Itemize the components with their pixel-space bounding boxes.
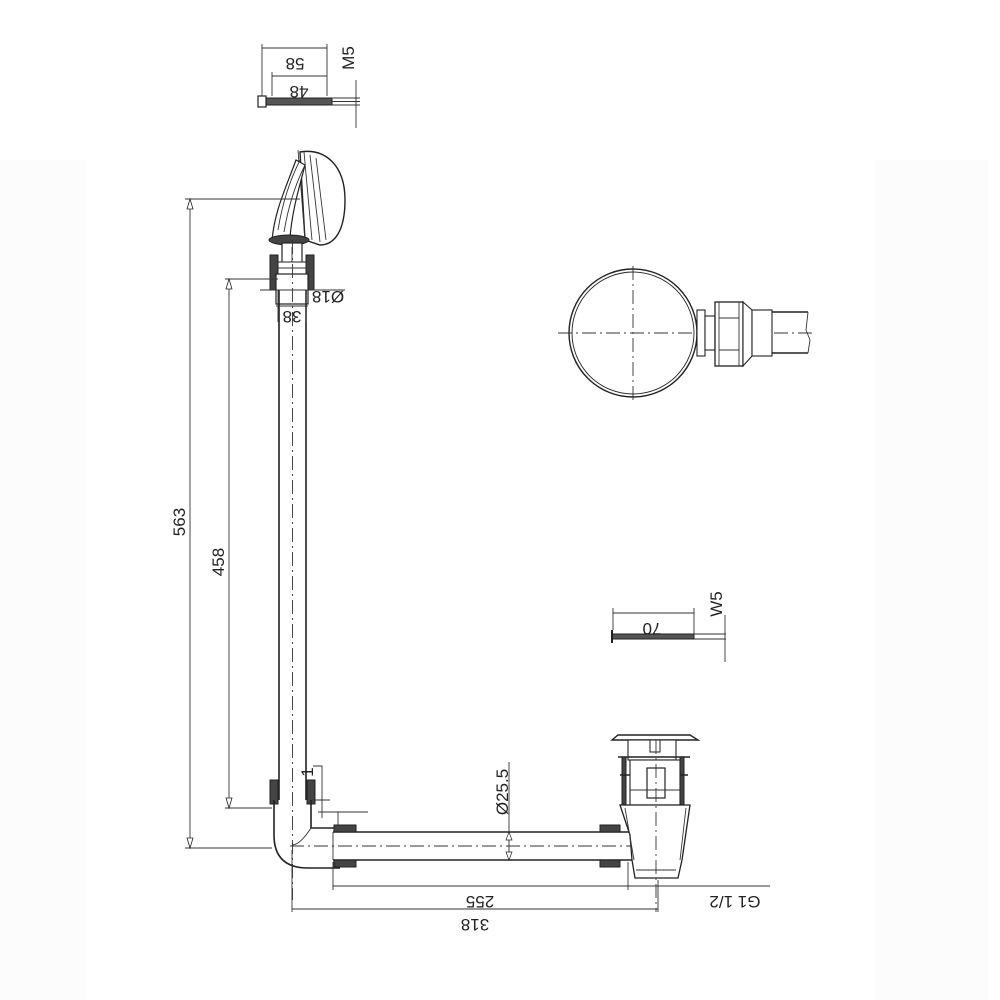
background-panel-left <box>0 160 86 1000</box>
dim-255-group: 255 <box>332 862 629 911</box>
dim-318-group: 318 <box>291 850 659 934</box>
dim-563-group: 563 <box>170 197 300 850</box>
background-panel-right <box>875 160 988 1000</box>
top-screw-detail: 58 48 M5 <box>257 44 360 128</box>
dim-w5: W5 <box>707 591 726 617</box>
dim-d25-group: Ø25.5 <box>493 762 513 861</box>
dim-458-group: 458 <box>209 277 278 810</box>
overflow-side-view <box>558 266 816 404</box>
dim-563: 563 <box>170 508 189 536</box>
dim-g112-group: G1 1/2 <box>628 885 770 911</box>
dim-38: 38 <box>283 307 302 326</box>
dim-38-d18-group: 38 Ø18 <box>260 287 345 326</box>
dim-1-group: 1 <box>298 765 368 825</box>
dim-58: 58 <box>286 54 305 73</box>
dim-d18: Ø18 <box>312 287 344 306</box>
dim-g1-1-2: G1 1/2 <box>709 892 760 911</box>
dim-255: 255 <box>466 892 494 911</box>
dim-458: 458 <box>209 548 228 576</box>
overflow-head <box>268 149 346 305</box>
dim-d25-5: Ø25.5 <box>493 769 512 815</box>
dim-70: 70 <box>643 619 662 638</box>
dim-m5: M5 <box>339 46 358 70</box>
overflow-pipe <box>269 240 316 900</box>
dim-1: 1 <box>298 767 317 776</box>
side-view-nut <box>714 301 744 367</box>
dim-318: 318 <box>461 915 489 934</box>
bottom-screw-detail: 70 W5 <box>611 591 726 662</box>
waste-plug-section <box>610 734 701 912</box>
top-screw-head <box>257 95 267 108</box>
elbow-and-horizontal-pipe <box>273 800 660 869</box>
dim-48: 48 <box>290 82 309 101</box>
